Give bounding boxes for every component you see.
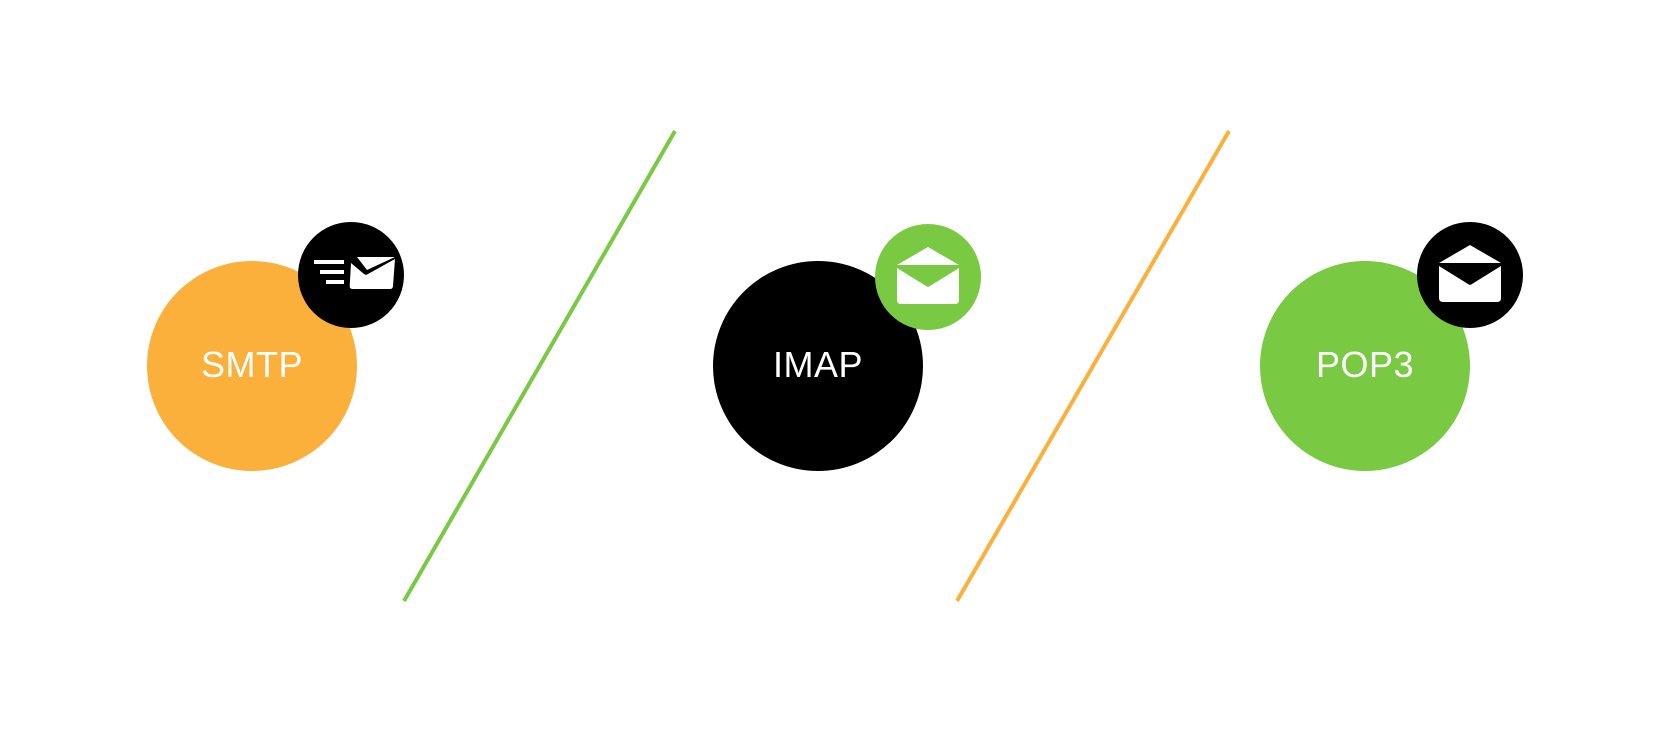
pop3-label: POP3	[1315, 344, 1415, 385]
imap-badge	[875, 224, 981, 330]
pop3-badge	[1417, 222, 1523, 328]
divider-line-1	[402, 130, 677, 602]
open-envelope-icon	[1439, 245, 1501, 302]
imap-label: IMAP	[772, 344, 863, 385]
smtp-label: SMTP	[200, 344, 303, 385]
smtp-badge	[298, 222, 404, 328]
divider-line-2	[955, 129, 1231, 603]
open-envelope-icon	[897, 247, 959, 304]
send-mail-icon	[314, 257, 395, 289]
